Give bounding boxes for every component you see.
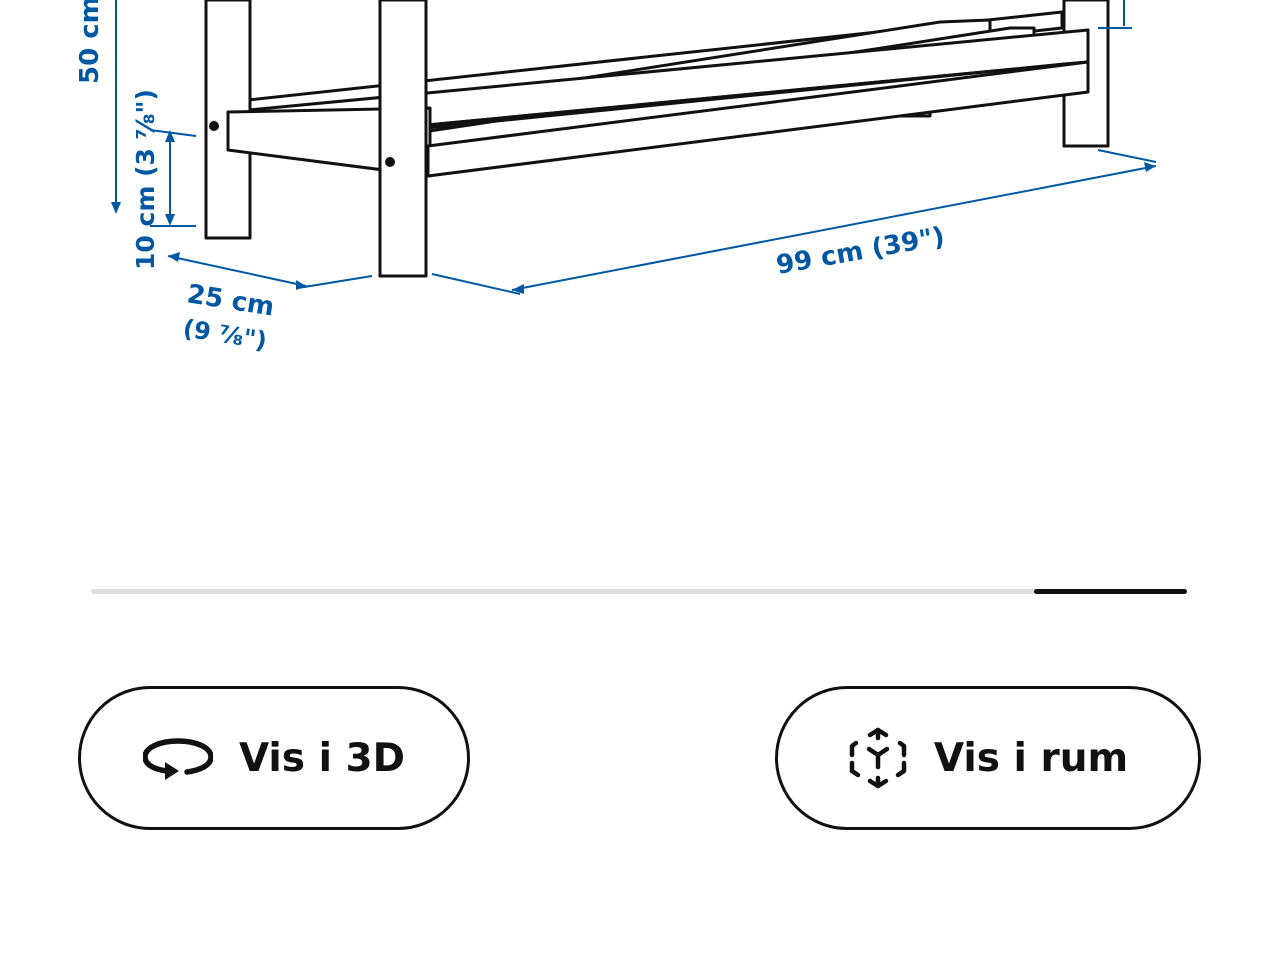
- product-dimension-image: 50 cm 10 cm (3 ⅞") 25 cm (9 ⅞") 99 cm (3…: [0, 0, 1280, 380]
- view-in-room-button[interactable]: Vis i rum: [775, 686, 1201, 830]
- view-in-3d-label: Vis i 3D: [238, 735, 406, 781]
- carousel-position-indicator[interactable]: [1033, 589, 1187, 594]
- view-in-3d-button[interactable]: Vis i 3D: [78, 686, 470, 830]
- shoe-rack-drawing: 50 cm 10 cm (3 ⅞") 25 cm (9 ⅞") 99 cm (3…: [75, 0, 1157, 355]
- rotate-3d-icon: [142, 735, 213, 781]
- ar-cube-icon: [848, 727, 908, 789]
- dimension-width: 99 cm (39"): [774, 222, 947, 281]
- dimension-shelf-height: 10 cm (3 ⅞"): [131, 89, 160, 270]
- dimension-depth-in: (9 ⅞"): [181, 314, 269, 355]
- dimension-height-total: 50 cm: [75, 0, 105, 84]
- view-in-room-label: Vis i rum: [933, 735, 1129, 781]
- image-carousel-scrollbar[interactable]: [91, 589, 1187, 594]
